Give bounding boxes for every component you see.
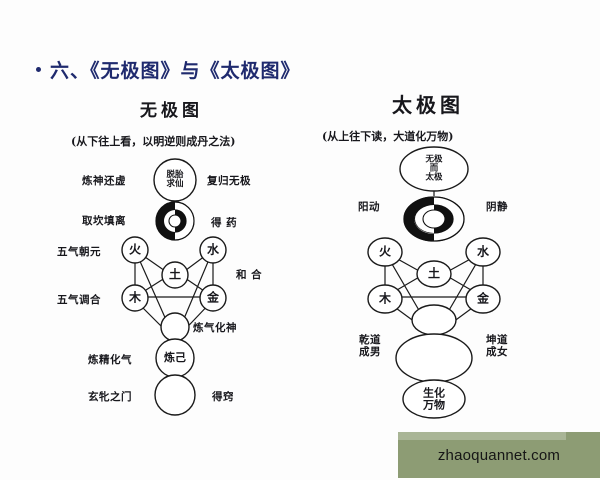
left-label-fugui-wuji: 复归无极 [207, 175, 251, 187]
right-node-bottom-circle-text: 生化万物 [423, 386, 445, 411]
right-node-wood-text: 木 [378, 291, 392, 306]
left-node-water-text: 水 [206, 242, 220, 257]
watermark-text: zhaoquannet.com [437, 447, 561, 464]
left-label-deyao: 得 药 [211, 217, 238, 229]
left-node-bottom-circle [155, 375, 195, 415]
left-diagram-heading: 无极图 [140, 101, 203, 121]
right-label-yinjing: 阴静 [486, 201, 508, 213]
right-taiji-ring-icon [404, 197, 464, 241]
left-label-hehe: 和 合 [236, 269, 263, 281]
right-diagram-subtitle: (从上往下读，大道化万物) [322, 130, 454, 143]
right-node-top-circle-text: 无极而太极 [425, 154, 443, 183]
right-node-fire-text: 火 [378, 244, 392, 259]
left-taiji-ring-icon [156, 202, 194, 240]
left-node-wood-text: 木 [128, 290, 142, 305]
left-label-wuqi-chaoyuan: 五气朝元 [57, 246, 101, 258]
left-node-metal-text: 金 [206, 290, 220, 305]
right-label-kundao-chengnv: 坤道成女 [486, 334, 508, 358]
left-label-lianjing-huaqi: 炼精化气 [88, 354, 132, 366]
left-label-lianshen-huanxu: 炼神还虚 [82, 175, 126, 187]
bullet-dot-icon [36, 67, 41, 72]
page-title: 六、《无极图》与《太极图》 [36, 56, 301, 83]
left-node-earth-text: 土 [168, 267, 182, 282]
left-label-xuanpin-zhimen: 玄牝之门 [88, 391, 132, 403]
left-node-top-circle-text: 脱胎求仙 [166, 170, 184, 189]
watermark-strip [398, 432, 566, 440]
right-diagram-heading: 太极图 [392, 93, 464, 117]
page-title-text: 六、《无极图》与《太极图》 [50, 60, 301, 82]
right-node-mid-circle [412, 305, 456, 335]
right-node-metal-text: 金 [476, 291, 490, 306]
left-diagram-subtitle: (从下往上看，以明逆则成丹之法) [71, 135, 236, 148]
right-node-water-text: 水 [476, 244, 490, 259]
left-label-deqiao: 得窍 [212, 391, 234, 403]
right-label-qiandao-chengnan: 乾道成男 [359, 334, 381, 358]
left-node-fire-text: 火 [128, 242, 142, 257]
left-label-lianqi-huashen: 炼气化神 [193, 322, 237, 334]
right-node-earth-text: 土 [427, 266, 441, 281]
left-node-lianji-text: 炼己 [164, 351, 186, 365]
right-label-yangdong: 阳动 [358, 201, 380, 213]
left-label-wuqi-tiaohe: 五气调合 [57, 294, 101, 306]
left-label-qukan-tianli: 取坎填离 [82, 215, 126, 227]
left-node-lower-circle [161, 313, 189, 341]
right-node-big-circle [396, 334, 472, 382]
